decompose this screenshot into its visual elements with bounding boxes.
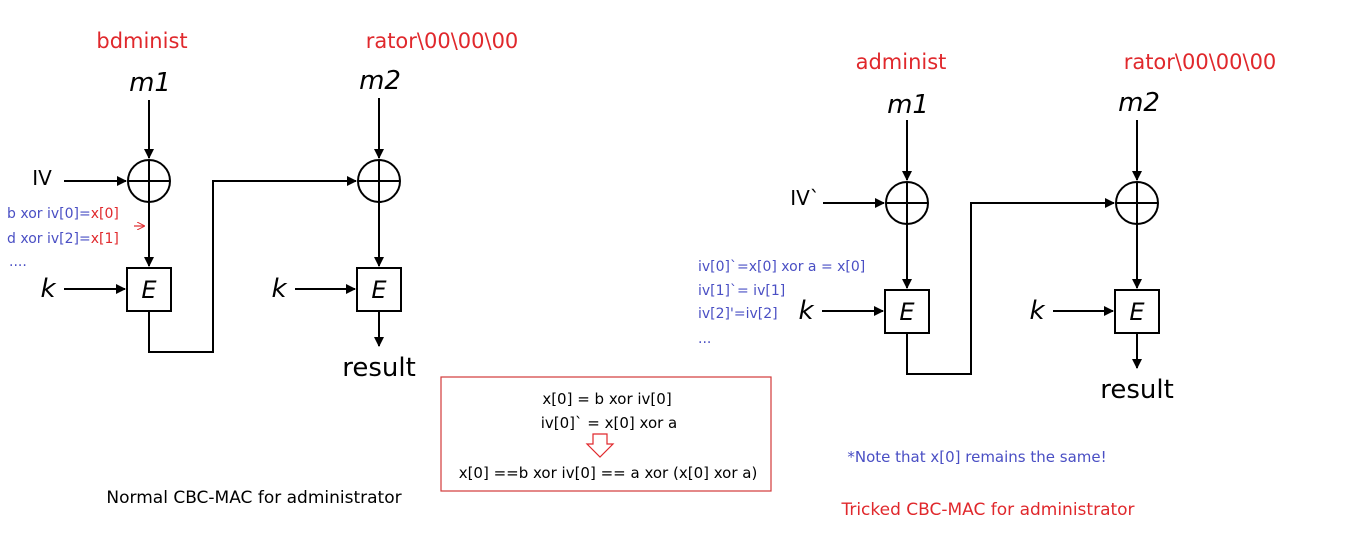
left-xor2-symbol [357,159,401,203]
left-e1-label: E [141,276,157,304]
left-k2-label: k [271,274,287,304]
right-note-4: ... [698,331,711,347]
right-note-2: iv[1]`= iv[1] [698,283,785,299]
right-m1-label: m1 [887,90,929,120]
left-e2-label: E [371,276,387,304]
explanation-box-border [440,376,772,492]
left-m1-label: m1 [129,68,171,98]
left-note-1-result: x[0] [91,206,119,222]
right-m1-chunk: administ [856,50,947,74]
box-line-2: iv[0]` = x[0] xor a [541,414,678,432]
left-m2-chunk: rator\00\00\00 [366,29,519,53]
left-result-label: result [342,353,416,383]
right-chain-arrow [906,198,1115,375]
box-down-arrow-icon [585,433,615,458]
explanation-box: x[0] = b xor iv[0] iv[0]` = x[0] xor a x… [440,376,772,492]
left-m2-label: m2 [359,66,401,96]
right-m2-label: m2 [1118,88,1160,118]
right-caption: Tricked CBC-MAC for administrator [840,500,1134,520]
right-m2-chunk: rator\00\00\00 [1124,50,1277,74]
right-iv-label: IV` [790,186,820,210]
left-note-2-prefix: d xor iv[2]= [7,231,91,247]
right-xor1-symbol [885,181,929,225]
left-note-1-prefix: b xor iv[0]= [7,206,91,222]
right-e1-label: E [899,298,915,326]
left-note-2: d xor iv[2]=x[1] [7,231,119,247]
right-note-1: iv[0]`=x[0] xor a = x[0] [698,259,865,275]
left-iv-label: IV [32,166,52,190]
left-k1-label: k [40,274,56,304]
left-diagram: bdminist rator\00\00\00 m1 m2 IV E k [7,29,518,508]
right-e2-label: E [1129,298,1145,326]
right-result-label: result [1100,375,1174,405]
box-line-3: x[0] ==b xor iv[0] == a xor (x[0] xor a) [459,464,758,482]
left-note-3: .... [9,254,27,270]
right-xor2-symbol [1115,181,1159,225]
right-remark: *Note that x[0] remains the same! [847,448,1106,466]
right-diagram: administ rator\00\00\00 m1 m2 IV` E k [698,50,1276,520]
left-chain-arrow [148,176,357,353]
right-note-3: iv[2]'=iv[2] [698,306,778,322]
left-note-1: b xor iv[0]=x[0] [7,206,119,222]
left-caption: Normal CBC-MAC for administrator [106,488,401,508]
box-line-1: x[0] = b xor iv[0] [542,390,671,408]
right-k1-label: k [798,296,814,326]
left-note-2-result: x[1] [91,231,119,247]
left-xor1-symbol [127,159,171,203]
left-m1-chunk: bdminist [96,29,187,53]
right-k2-label: k [1029,296,1045,326]
